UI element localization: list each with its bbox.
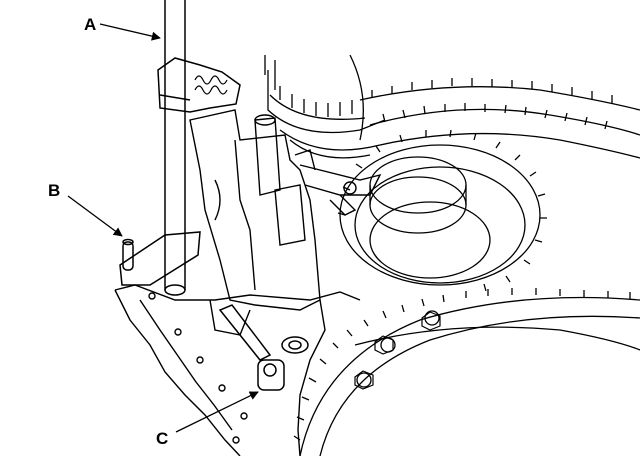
- detent-spring: [194, 75, 228, 95]
- lever-c: [218, 304, 309, 391]
- callout-c-label: C: [156, 429, 168, 448]
- shift-arm-b: [119, 231, 201, 286]
- transmission-case: [114, 284, 361, 456]
- countershaft-gears: [337, 129, 547, 292]
- callout-b-label: B: [48, 181, 60, 200]
- mainshaft-gears: [349, 54, 640, 159]
- callout-leaders: [67, 23, 259, 433]
- large-ring-gear: [293, 288, 640, 456]
- valve-body-block: [189, 109, 321, 336]
- shift-rod: [157, 0, 241, 296]
- case-bolts: [354, 311, 441, 390]
- callout-a-label: A: [84, 15, 96, 34]
- callout-a-leader: [99, 23, 161, 41]
- clutch-drum: [264, 55, 386, 159]
- callout-c-leader: [175, 391, 259, 433]
- callout-b-leader: [67, 195, 123, 237]
- shift-fork-linkage: [294, 149, 382, 216]
